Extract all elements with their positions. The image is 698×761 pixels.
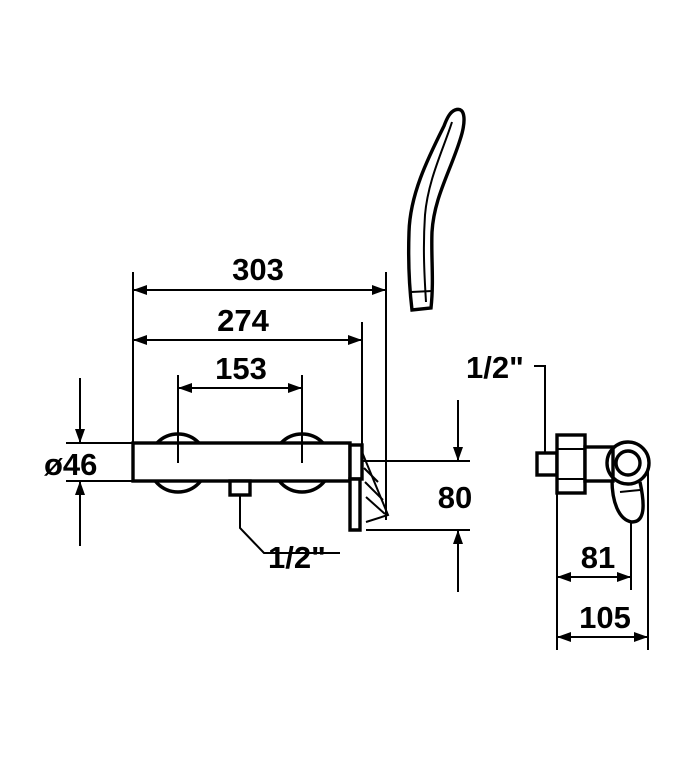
mixer-front-view	[131, 432, 390, 532]
dim-81-label: 81	[581, 540, 615, 575]
inlet-bottom-label: 1/2"	[268, 540, 326, 575]
dimension-153: 153	[177, 351, 303, 463]
outlet-side-label: 1/2"	[466, 350, 524, 385]
dimension-outlet-side: 1/2"	[466, 350, 546, 453]
hand-shower	[406, 107, 466, 312]
dim-105-label: 105	[579, 600, 631, 635]
dimension-80: 80	[362, 400, 472, 592]
dimension-105: 105	[557, 470, 649, 650]
mixer-side-view	[535, 433, 651, 524]
dim-153-label: 153	[215, 351, 267, 386]
dim-46-label: ø46	[44, 447, 97, 482]
dim-274-label: 274	[217, 303, 269, 338]
dimension-inlet-bottom: 1/2"	[239, 495, 340, 575]
dimension-81: 81	[556, 493, 632, 650]
dimension-diameter-46: ø46	[44, 378, 133, 546]
dimension-303: 303	[132, 252, 387, 520]
dimension-274: 274	[133, 303, 363, 445]
dim-80-label: 80	[438, 480, 472, 515]
dim-303-label: 303	[232, 252, 284, 287]
